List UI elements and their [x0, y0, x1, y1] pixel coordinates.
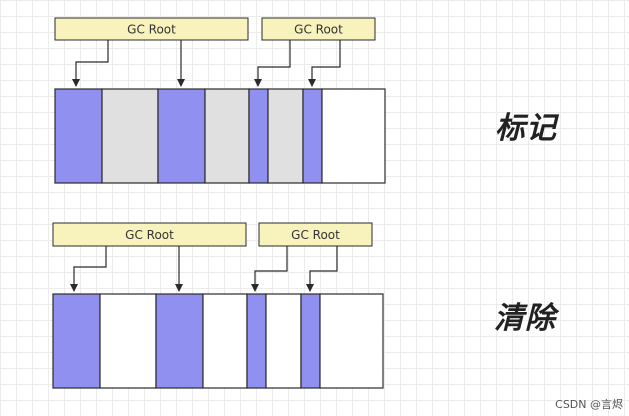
memory-block-reachable: [52, 293, 101, 389]
reference-arrow: [72, 40, 109, 87]
memory-block-reachable: [248, 88, 269, 184]
gc-root-label: GC Root: [291, 228, 340, 242]
gc-root-label: GC Root: [127, 23, 176, 37]
reference-arrow: [306, 246, 338, 292]
memory-block-reachable: [155, 293, 204, 389]
sweep-gc-root-2: GC Root: [258, 222, 373, 247]
memory-block-free: [99, 293, 157, 389]
csdn-watermark: CSDN @言烬: [555, 398, 623, 411]
gc-root-label: GC Root: [294, 23, 343, 37]
gc-root-box: [54, 17, 249, 41]
memory-block-free: [319, 293, 384, 389]
memory-block-free: [321, 88, 386, 184]
mark-gc-root-1: GC Root: [54, 17, 249, 41]
memory-block-reachable: [302, 88, 323, 184]
mark-phase-label: 标记: [495, 111, 557, 146]
memory-block-reachable: [300, 293, 321, 389]
memory-block-reachable: [157, 88, 206, 184]
gc-root-box: [52, 222, 247, 247]
gc-root-box: [258, 222, 373, 247]
memory-block-unreachable: [267, 88, 304, 184]
memory-block-free: [265, 293, 302, 389]
reference-arrow: [254, 40, 291, 87]
memory-block-unreachable: [204, 88, 250, 184]
sweep-gc-root-1: GC Root: [52, 222, 247, 247]
gc-root-box: [261, 17, 376, 41]
mark-memory-row: [54, 88, 386, 184]
sweep-phase-label: 清除: [494, 301, 556, 336]
reference-arrow: [251, 246, 288, 292]
gc-root-label: GC Root: [125, 228, 174, 242]
reference-arrow: [308, 40, 341, 87]
mark-phase: GC Root GC Root: [54, 17, 386, 184]
reference-arrow: [70, 246, 107, 292]
memory-block-reachable: [246, 293, 267, 389]
sweep-phase: GC Root GC Root: [52, 222, 384, 389]
memory-block-unreachable: [101, 88, 159, 184]
memory-block-reachable: [54, 88, 103, 184]
sweep-memory-row: [52, 293, 384, 389]
memory-block-free: [202, 293, 248, 389]
mark-gc-root-2: GC Root: [261, 17, 376, 41]
